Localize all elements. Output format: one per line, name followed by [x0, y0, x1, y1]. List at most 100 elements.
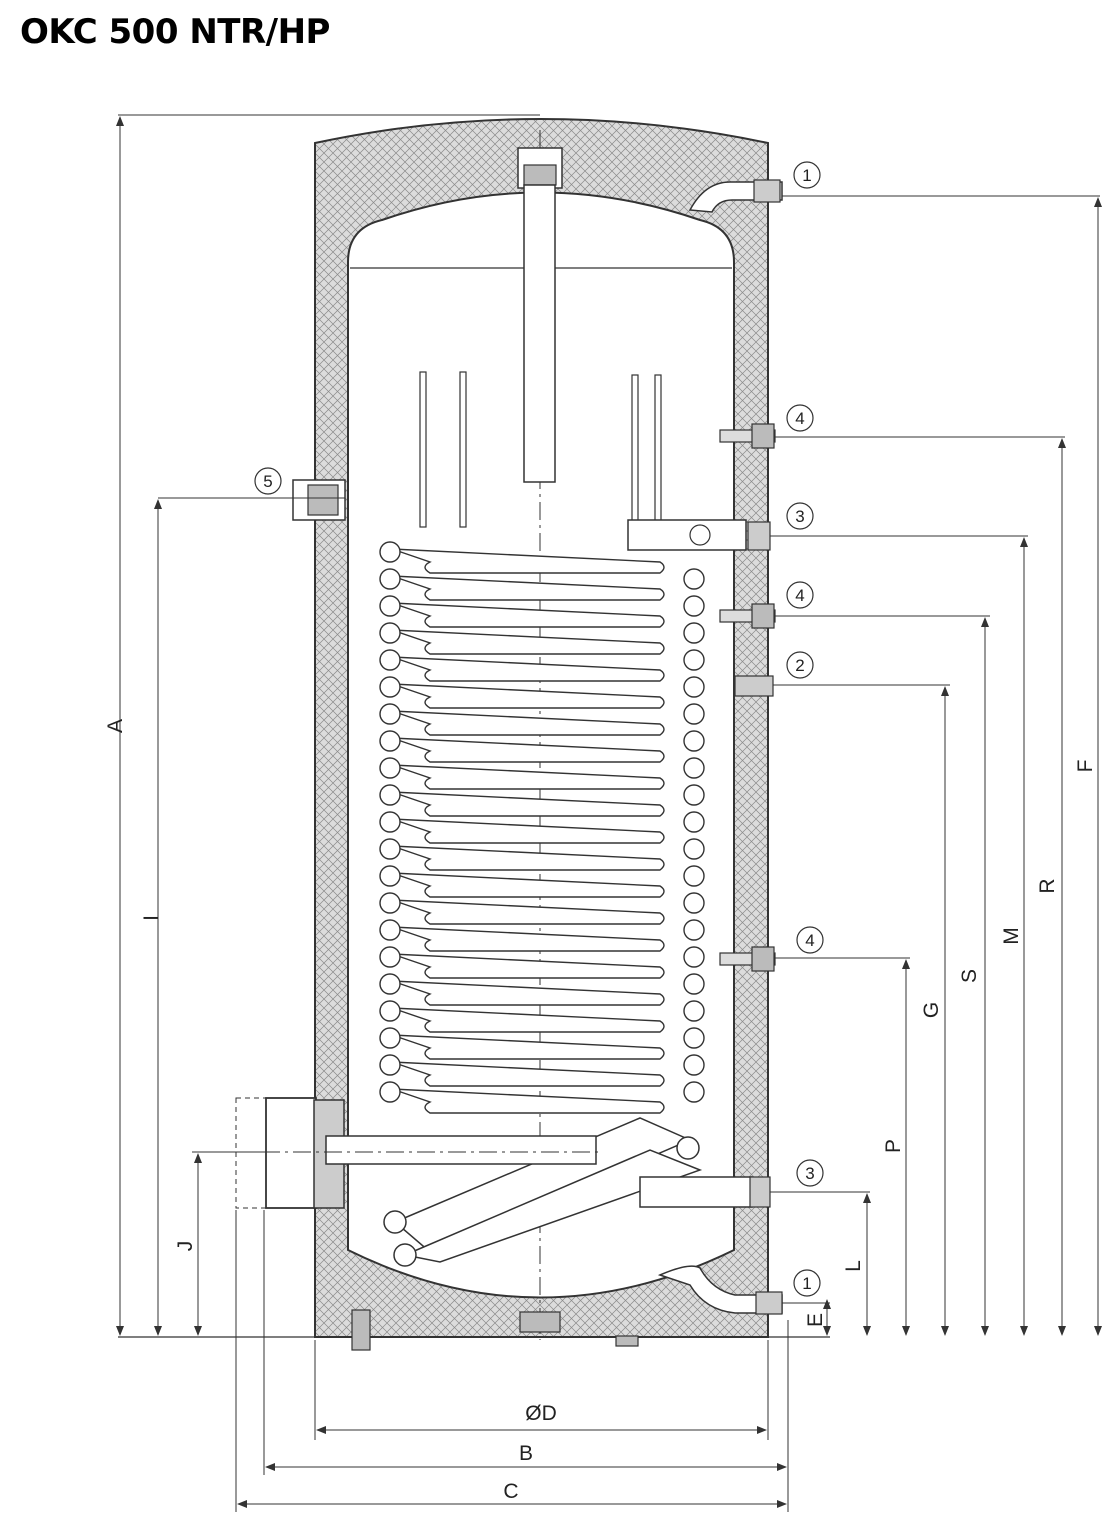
- heater-flange: [200, 1097, 600, 1209]
- coil-tube-right: [683, 973, 705, 995]
- coil-turn: [391, 629, 665, 655]
- dim-label-I: I: [140, 915, 163, 921]
- dim-label-L: L: [842, 1260, 865, 1272]
- coil-turn: [391, 899, 665, 925]
- coil-tube-right: [683, 811, 705, 833]
- dim-label-M: M: [1000, 927, 1023, 945]
- coil-tube-right: [683, 649, 705, 671]
- coil-tube-left: [379, 541, 401, 563]
- callout-4-top: 4: [786, 404, 814, 432]
- coil-tube-left: [379, 973, 401, 995]
- coil-turn: [391, 818, 665, 844]
- coil-tube-right: [683, 892, 705, 914]
- svg-text:1: 1: [802, 1274, 811, 1293]
- coil-tube-left: [379, 649, 401, 671]
- coil-turn: [391, 602, 665, 628]
- coil-turn: [391, 926, 665, 952]
- coil-turn: [391, 953, 665, 979]
- coil-turn: [391, 1034, 665, 1060]
- svg-text:4: 4: [805, 931, 814, 950]
- coil-tube-left: [379, 757, 401, 779]
- coil-tube-left: [379, 946, 401, 968]
- coil-tube-right: [683, 730, 705, 752]
- coil-turn: [391, 656, 665, 682]
- dimension-lines: [116, 116, 1102, 1512]
- coil-tube-right: [683, 1027, 705, 1049]
- coil-tube-left: [379, 568, 401, 590]
- coil-tube-left: [379, 1027, 401, 1049]
- dim-label-J: J: [174, 1241, 197, 1252]
- coil-tube-left: [379, 919, 401, 941]
- dim-label-S: S: [958, 969, 981, 983]
- port-3-bottom-pipe: [639, 1176, 771, 1208]
- coil-tube-left: [379, 892, 401, 914]
- coil-tube-left: [379, 1081, 401, 1103]
- callout-4-low: 4: [796, 926, 824, 954]
- svg-text:4: 4: [795, 586, 804, 605]
- coil-tube-left: [379, 784, 401, 806]
- dim-label-G: G: [920, 1002, 943, 1018]
- coil-turn: [391, 683, 665, 709]
- heat-exchanger-coil: [379, 541, 705, 1114]
- coil-turn: [391, 791, 665, 817]
- coil-tube-right: [683, 784, 705, 806]
- port-leader-lines: [118, 114, 1100, 1304]
- coil-tube-right: [683, 1000, 705, 1022]
- port-4-low-sleeve: [719, 946, 776, 972]
- port-2-nozzle: [734, 675, 774, 697]
- callout-1-low: 1: [793, 1269, 821, 1297]
- coil-tube-right: [683, 595, 705, 617]
- callout-5: 5: [254, 467, 282, 495]
- svg-text:1: 1: [802, 166, 811, 185]
- coil-tube-right: [683, 703, 705, 725]
- coil-tube-left: [379, 865, 401, 887]
- callout-3-low: 3: [796, 1159, 824, 1187]
- svg-text:5: 5: [263, 472, 272, 491]
- dim-label-B: B: [519, 1442, 533, 1465]
- coil-tube-right: [683, 838, 705, 860]
- coil-tube-left: [379, 1000, 401, 1022]
- dim-label-P: P: [882, 1139, 905, 1153]
- callout-1-top: 1: [793, 161, 821, 189]
- coil-turn: [391, 710, 665, 736]
- svg-text:3: 3: [805, 1164, 814, 1183]
- callout-2: 2: [786, 651, 814, 679]
- port-1-bottom-pipe: [657, 1265, 783, 1315]
- coil-tube-left: [379, 622, 401, 644]
- coil-tube-left: [379, 811, 401, 833]
- coil-tube-left: [379, 595, 401, 617]
- coil-tube-left: [379, 703, 401, 725]
- coil-tube-right: [683, 568, 705, 590]
- coil-turn: [391, 737, 665, 763]
- coil-tube-right: [683, 919, 705, 941]
- port-3-top-pipe: [627, 519, 771, 551]
- coil-turn: [391, 1088, 665, 1114]
- dim-label-D: ØD: [525, 1402, 557, 1425]
- coil-tube-left: [379, 1054, 401, 1076]
- coil-tube-left: [379, 676, 401, 698]
- coil-turn: [391, 1061, 665, 1087]
- coil-tube-right: [683, 946, 705, 968]
- coil-tube-left: [379, 730, 401, 752]
- coil-turn: [391, 980, 665, 1006]
- coil-turn: [391, 845, 665, 871]
- page-title: OKC 500 NTR/HP: [20, 12, 330, 52]
- coil-tube-right: [683, 1054, 705, 1076]
- coil-turn: [391, 575, 665, 601]
- coil-turn: [391, 764, 665, 790]
- port-1-top-pipe: [688, 179, 783, 213]
- coil-turn: [391, 872, 665, 898]
- sensor-tubes: [419, 371, 662, 528]
- port-5-nozzle: [292, 479, 346, 521]
- dim-label-R: R: [1036, 878, 1059, 893]
- svg-text:4: 4: [795, 409, 804, 428]
- svg-text:3: 3: [795, 507, 804, 526]
- coil-tube-right: [683, 676, 705, 698]
- svg-text:2: 2: [795, 656, 804, 675]
- coil-bottom-loop: [383, 1117, 703, 1267]
- coil-tube-right: [683, 865, 705, 887]
- coil-turn: [391, 548, 665, 574]
- coil-turn: [391, 1007, 665, 1033]
- coil-tube-left: [379, 838, 401, 860]
